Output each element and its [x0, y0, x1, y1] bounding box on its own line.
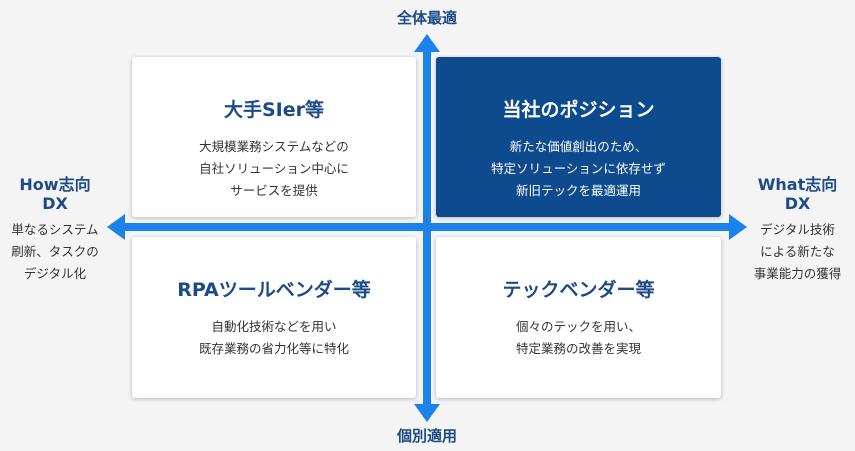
- left-desc: 単なるシステム 刷新、タスクの デジタル化: [11, 222, 99, 281]
- right-title: What志向 DX: [757, 175, 838, 213]
- quadrant-desc: 自動化技術などを用い 既存業務の省力化等に特化: [198, 319, 349, 356]
- arrow-right-icon: [729, 214, 747, 240]
- quadrant-top-left: 大手SIer等 大規模業務システムなどの 自社ソリューション中心に サービスを提…: [132, 57, 416, 217]
- quadrant-top-right: 当社のポジション 新たな価値創出のため、 特定ソリューションに依存せず 新旧テッ…: [436, 57, 721, 217]
- quadrant-bottom-left: RPAツールベンダー等 自動化技術などを用い 既存業務の省力化等に特化: [132, 237, 416, 398]
- quadrant-title: 当社のポジション: [502, 99, 655, 121]
- quadrant-desc: 個々のテックを用い、 特定業務の改善を実現: [515, 319, 641, 356]
- axis-bottom-label: 個別適用: [396, 427, 457, 445]
- left-title: How志向 DX: [19, 175, 91, 213]
- arrow-left-icon: [107, 214, 125, 240]
- quadrant-title: テックベンダー等: [502, 279, 655, 301]
- axis-top-label: 全体最適: [396, 9, 457, 27]
- arrow-up-icon: [414, 34, 440, 52]
- right-label: What志向 DX デジタル技術 による新たな 事業能力の獲得: [740, 175, 855, 285]
- left-label: How志向 DX 単なるシステム 刷新、タスクの デジタル化: [0, 175, 110, 285]
- quadrant-title: 大手SIer等: [223, 99, 324, 121]
- horizontal-axis: [122, 223, 732, 231]
- arrow-down-icon: [414, 404, 440, 422]
- quadrant-desc: 大規模業務システムなどの 自社ソリューション中心に サービスを提供: [199, 139, 349, 198]
- quadrant-desc: 新たな価値創出のため、 特定ソリューションに依存せず 新旧テックを最適運用: [491, 139, 666, 198]
- quadrant-bottom-right: テックベンダー等 個々のテックを用い、 特定業務の改善を実現: [436, 237, 721, 398]
- right-desc: デジタル技術 による新たな 事業能力の獲得: [753, 222, 842, 281]
- quadrant-title: RPAツールベンダー等: [177, 279, 371, 301]
